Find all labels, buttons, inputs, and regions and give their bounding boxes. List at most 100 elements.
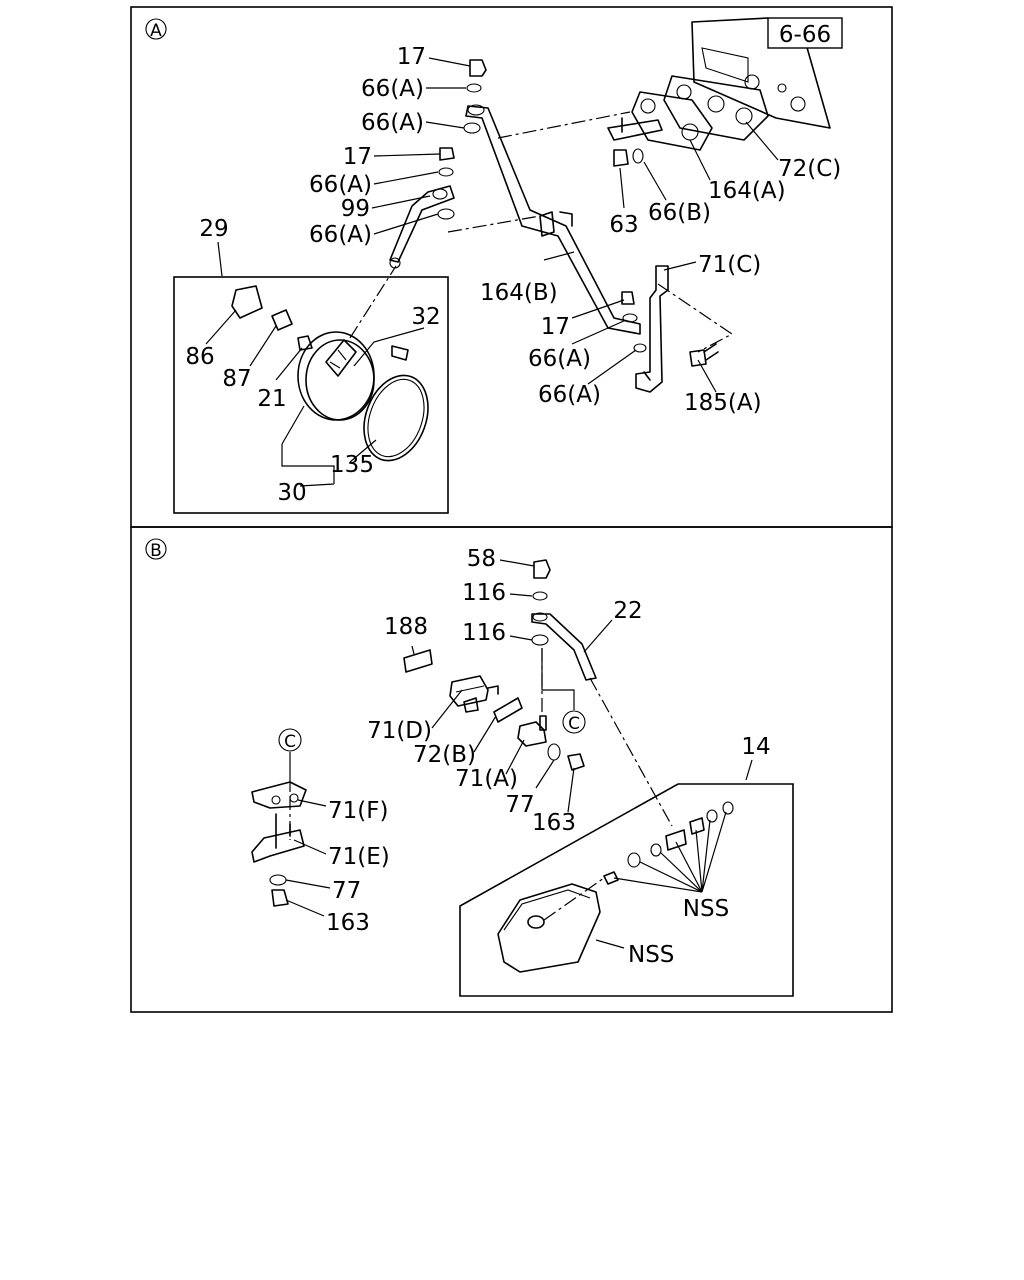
svg-text:NSS: NSS bbox=[628, 942, 674, 968]
svg-text:C: C bbox=[284, 732, 296, 752]
svg-text:29: 29 bbox=[199, 216, 228, 242]
centerline-a1 bbox=[497, 111, 631, 139]
ref-c-leader bbox=[541, 648, 575, 710]
ref-circle-c-left: C bbox=[278, 728, 302, 752]
washer-66a-6 bbox=[633, 343, 647, 353]
cab-bracket-reference: 6-66 bbox=[691, 17, 843, 129]
mirror-assembly-box-29 bbox=[173, 276, 449, 514]
nut-163-lower bbox=[271, 889, 289, 907]
svg-text:135: 135 bbox=[330, 452, 374, 478]
centerline-b2 bbox=[589, 677, 673, 827]
svg-text:17: 17 bbox=[541, 314, 570, 340]
mounting-plate-164a bbox=[631, 91, 713, 151]
svg-text:163: 163 bbox=[326, 910, 370, 936]
mirror-head-30 bbox=[297, 331, 375, 421]
nut-17-lower bbox=[621, 291, 635, 305]
svg-text:66(A): 66(A) bbox=[309, 172, 372, 198]
svg-text:188: 188 bbox=[384, 614, 428, 640]
svg-text:99: 99 bbox=[341, 196, 370, 222]
bolt-stud-upper bbox=[607, 117, 663, 141]
svg-text:6-66: 6-66 bbox=[779, 22, 831, 48]
washer-77-upper bbox=[547, 743, 561, 761]
svg-text:22: 22 bbox=[613, 598, 642, 624]
svg-text:71(C): 71(C) bbox=[698, 252, 761, 278]
nut-17-mid bbox=[439, 147, 455, 161]
washer-66a-5 bbox=[622, 313, 638, 323]
svg-text:86: 86 bbox=[185, 344, 214, 370]
svg-text:72(C): 72(C) bbox=[778, 156, 841, 182]
svg-text:14: 14 bbox=[741, 734, 770, 760]
svg-text:NSS: NSS bbox=[683, 896, 729, 922]
screw-21 bbox=[297, 335, 313, 351]
bracket-86 bbox=[231, 285, 263, 319]
hinge-71d bbox=[449, 675, 499, 707]
washer-116-mid bbox=[531, 634, 549, 646]
fastener-set-nss bbox=[603, 801, 734, 885]
bracket-71e bbox=[251, 813, 305, 863]
leaders-section-a bbox=[205, 57, 779, 487]
nut-63 bbox=[613, 149, 629, 167]
labels-section-b: 58 116 116 22 188 71(D) 72(B) 71(A) 77 1… bbox=[326, 546, 771, 968]
svg-text:17: 17 bbox=[397, 44, 426, 70]
mirror-ring-135 bbox=[363, 374, 429, 462]
washer-66a-4 bbox=[437, 208, 455, 220]
nut-163-upper bbox=[567, 753, 585, 771]
ref-circle-c-right: C bbox=[562, 710, 586, 734]
svg-text:32: 32 bbox=[411, 304, 440, 330]
bolt-185a bbox=[689, 343, 719, 367]
svg-text:66(A): 66(A) bbox=[538, 382, 601, 408]
section-b-frame bbox=[130, 526, 893, 1013]
svg-text:164(A): 164(A) bbox=[708, 178, 786, 204]
svg-text:66(A): 66(A) bbox=[528, 346, 591, 372]
washer-77-lower bbox=[269, 874, 287, 886]
washer-116-top bbox=[532, 591, 548, 601]
svg-text:163: 163 bbox=[532, 810, 576, 836]
centerline-a2 bbox=[447, 215, 541, 233]
svg-text:66(A): 66(A) bbox=[309, 222, 372, 248]
mirror-stay-arm bbox=[465, 104, 641, 335]
lower-bracket-71c bbox=[635, 265, 669, 393]
centerline-a4 bbox=[657, 283, 734, 353]
mirror-stay-22 bbox=[531, 612, 597, 681]
bracket-71f bbox=[251, 781, 307, 809]
screw-32 bbox=[391, 345, 409, 361]
svg-text:58: 58 bbox=[467, 546, 496, 572]
svg-text:71(A): 71(A) bbox=[455, 766, 518, 792]
section-a-marker: A bbox=[145, 18, 167, 41]
svg-text:116: 116 bbox=[462, 620, 506, 646]
plate-72b bbox=[463, 697, 523, 723]
section-b-marker: B bbox=[145, 538, 167, 561]
svg-text:72(B): 72(B) bbox=[413, 742, 476, 768]
svg-text:116: 116 bbox=[462, 580, 506, 606]
svg-text:77: 77 bbox=[505, 792, 534, 818]
svg-text:77: 77 bbox=[332, 878, 361, 904]
washer-66a-3 bbox=[438, 167, 454, 177]
section-a-frame bbox=[130, 6, 893, 528]
ref-box-6-66 bbox=[767, 17, 843, 49]
nut-58 bbox=[533, 559, 551, 579]
nut-17-top bbox=[469, 59, 487, 77]
washer-66b bbox=[632, 148, 644, 164]
svg-text:66(B): 66(B) bbox=[648, 200, 711, 226]
svg-text:63: 63 bbox=[609, 212, 638, 238]
washer-66a-1 bbox=[466, 83, 482, 93]
svg-text:66(A): 66(A) bbox=[361, 76, 424, 102]
mirror-head-nss bbox=[497, 883, 601, 973]
svg-text:17: 17 bbox=[343, 144, 372, 170]
svg-text:B: B bbox=[150, 541, 162, 561]
leaders-section-b bbox=[285, 559, 753, 949]
svg-text:71(F): 71(F) bbox=[328, 798, 388, 824]
svg-text:21: 21 bbox=[257, 386, 286, 412]
label-plate-188 bbox=[403, 649, 433, 673]
svg-text:87: 87 bbox=[222, 366, 251, 392]
svg-text:71(D): 71(D) bbox=[367, 718, 432, 744]
svg-text:71(E): 71(E) bbox=[328, 844, 390, 870]
bracket-71a bbox=[517, 715, 547, 747]
svg-text:30: 30 bbox=[277, 480, 306, 506]
svg-text:C: C bbox=[568, 714, 580, 734]
svg-text:66(A): 66(A) bbox=[361, 110, 424, 136]
svg-text:A: A bbox=[150, 21, 162, 41]
svg-text:164(B): 164(B) bbox=[480, 280, 558, 306]
svg-text:185(A): 185(A) bbox=[684, 390, 762, 416]
